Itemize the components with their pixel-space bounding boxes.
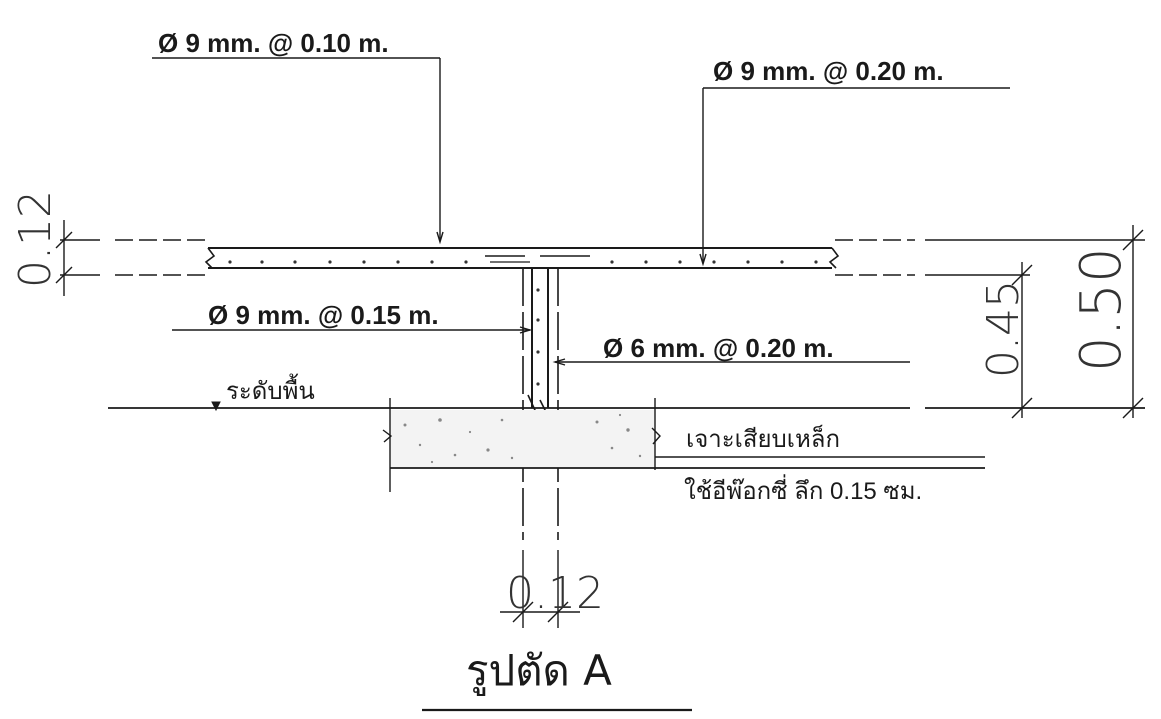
slab xyxy=(204,247,840,269)
dim-beam-depth-text: 0.45 xyxy=(978,280,1029,378)
dim-beam-width-text: 0.12 xyxy=(506,568,604,619)
beam-rebar-label: Ø 9 mm. @ 0.15 m. xyxy=(208,300,439,330)
slab-extension-lines xyxy=(60,239,1145,276)
beam xyxy=(522,268,584,540)
dim-beam-depth xyxy=(1011,262,1033,419)
leader-lines xyxy=(152,57,1010,458)
slab-rebar-dots xyxy=(228,260,818,386)
floor-level-label: ระดับพื้น xyxy=(226,378,315,405)
top-rebar-label-2: Ø 9 mm. @ 0.20 m. xyxy=(713,56,944,86)
floor-level-line xyxy=(108,401,1145,412)
note-line-2: ใช้อีพ๊อกซี่ ลึก 0.15 ซม. xyxy=(684,478,923,505)
dim-total-depth xyxy=(1122,225,1144,419)
dim-total-depth-text: 0.50 xyxy=(1069,247,1134,372)
stirrup-rebar-label: Ø 6 mm. @ 0.20 m. xyxy=(603,333,834,363)
dim-beam-width xyxy=(500,550,580,628)
existing-floor xyxy=(382,398,985,492)
dim-slab-thickness-text: 0.12 xyxy=(10,190,61,288)
section-title: รูปตัด A xyxy=(466,646,612,695)
note-line-1: เจาะเสียบเหล็ก xyxy=(686,426,841,453)
top-rebar-label-1: Ø 9 mm. @ 0.10 m. xyxy=(158,28,389,58)
dim-slab-thickness xyxy=(55,220,73,296)
